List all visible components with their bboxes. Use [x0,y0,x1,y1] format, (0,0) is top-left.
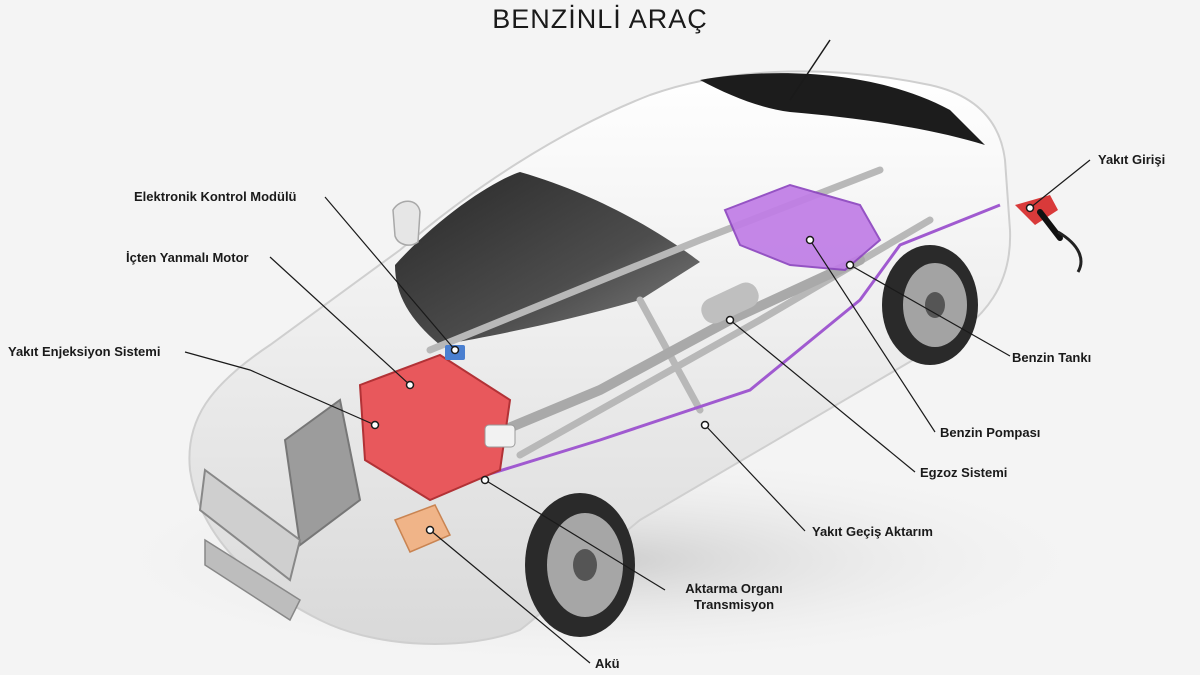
dot-fuel-inlet [1025,203,1035,213]
dot-engine [405,380,415,390]
leader-fuel-inlet [1029,159,1091,209]
leader-transmission [484,479,666,591]
rear-left-wheel [882,245,978,365]
fuel-nozzle [1015,195,1083,273]
leader-ecu [324,196,456,351]
engine-block [358,353,512,502]
side-mirror [392,200,421,246]
coolant-reservoir [484,424,516,448]
leader-fuel-pump [809,239,936,433]
leader-engine [269,256,411,386]
antenna [789,39,831,101]
battery-box [393,504,452,553]
label-transmission: Aktarma Organı Transmisyon [664,581,804,613]
front-grille [198,468,302,582]
lower-grille [204,538,301,622]
fuel-tank [723,183,882,272]
dot-ecu [450,345,460,355]
exhaust-pipe [475,255,865,445]
label-ecu: Elektronik Kontrol Modülü [134,189,297,204]
roof-glass [700,73,985,145]
label-fuel-tank: Benzin Tankı [1012,350,1092,365]
leader-lines [184,159,1091,664]
dot-fuel-line [700,420,710,430]
dot-fuel-pump [805,235,815,245]
label-exhaust: Egzoz Sistemi [920,465,1008,480]
dot-battery [425,525,435,535]
dot-transmission [480,475,490,485]
leader-injection [184,351,376,426]
label-transmission-line1: Aktarma Organı [685,581,783,596]
leader-fuel-line [704,424,806,532]
radiator [283,398,362,547]
leader-fuel-tank [849,264,1011,357]
diagram-title: BENZİNLİ ARAÇ [492,4,708,34]
leader-dots [370,203,1035,535]
label-fuel-inlet: Yakıt Girişi [1098,152,1166,167]
label-engine: İçten Yanmalı Motor [126,250,249,265]
label-fuel-line: Yakıt Geçiş Aktarım [812,524,933,539]
leader-exhaust [729,319,916,473]
label-injection: Yakıt Enjeksiyon Sistemi [8,344,161,359]
dot-exhaust [725,315,735,325]
dot-fuel-tank [845,260,855,270]
dot-injection [370,420,380,430]
front-left-wheel [525,493,635,637]
label-transmission-line2: Transmisyon [693,597,775,612]
fuel-line [469,203,1001,482]
label-battery: Akü [595,656,620,671]
label-fuel-pump: Benzin Pompası [940,425,1041,440]
windshield [395,172,700,345]
leader-battery [429,529,591,664]
